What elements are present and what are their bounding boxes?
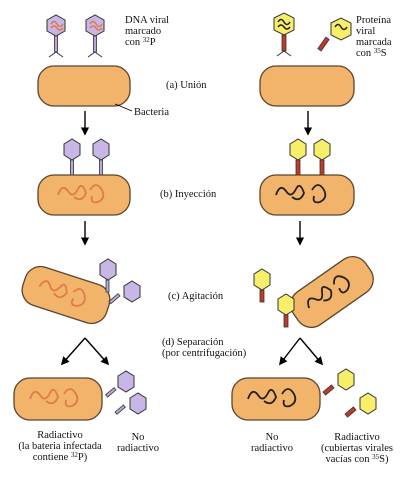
right-supernatant-coats [322,368,377,418]
left-phage-free-1 [46,14,66,58]
left-empty-coats-c [99,258,141,305]
right-injected-dna-b [275,184,327,204]
step-c-label: (c) Agitación [168,291,224,302]
right-pellet-line1: No [265,432,279,443]
left-pellet-line1: Radiactivo [37,430,83,441]
right-supernatant-line3: vacías con [325,454,370,466]
right-supernatant-isotope-mass: 35 [372,453,380,462]
left-bacterium-c [21,265,111,325]
left-isotope-mass: 32 [142,36,150,45]
step-d-line2: (por centrifugación) [162,348,247,360]
right-bacterium-c [290,256,374,328]
left-supernatant-line1: No [131,432,145,443]
step-d-line1: (d) Separación [162,337,224,348]
right-phage-free-2 [317,17,352,52]
right-pellet-dna [247,388,297,408]
right-isotope-mass: 35 [373,47,381,56]
step-d-label: (d) Separación(por centrifugación) [162,337,246,359]
right-bacterium-b [259,174,355,216]
step-a-label: (a) Unión [166,80,207,91]
bacteria-pointer-line [114,103,133,112]
left-pellet-isotope-mass: 32 [70,451,78,460]
right-marker-line3: marcada [356,37,392,49]
left-marker-line3: con [125,37,141,49]
right-phage-free-1 [273,12,295,57]
right-supernatant-line3-end: S) [379,454,389,466]
left-injected-dna-b [57,184,105,204]
right-phages-attached [289,138,331,176]
left-bacterium-a [37,65,131,107]
bacteria-label: Bacteria [134,107,169,118]
left-pellet-line2: (la bateria infectada [18,441,102,453]
right-bacterium-a [259,65,355,107]
left-bacterium-b [37,174,131,216]
right-supernatant-line1: Radiactivo [334,432,380,443]
left-phage-free-2 [85,14,105,58]
right-supernatant-line2: (cubiertas virales [320,443,393,455]
right-pellet-line2: radiactivo [251,443,293,455]
step-b-label: (b) Inyección [160,189,217,200]
left-marker-line2: marcado [125,26,162,38]
right-isotope: S [380,48,387,60]
left-supernatant-line2: radiactivo [117,443,159,455]
left-marker-line1: DNA viral [125,15,170,26]
left-isotope: P [149,37,156,49]
left-pellet-dna [29,388,79,408]
left-supernatant-coats [105,370,147,415]
left-phages-attached [63,138,110,176]
right-marker-line4: con [356,48,372,60]
right-marker-line1: Proteína [356,15,391,26]
left-pellet-line3-end: P) [77,452,88,464]
left-pellet-line3: contiene [32,452,69,464]
right-marker-line2: viral [356,26,376,38]
right-empty-coats-c [253,268,295,328]
